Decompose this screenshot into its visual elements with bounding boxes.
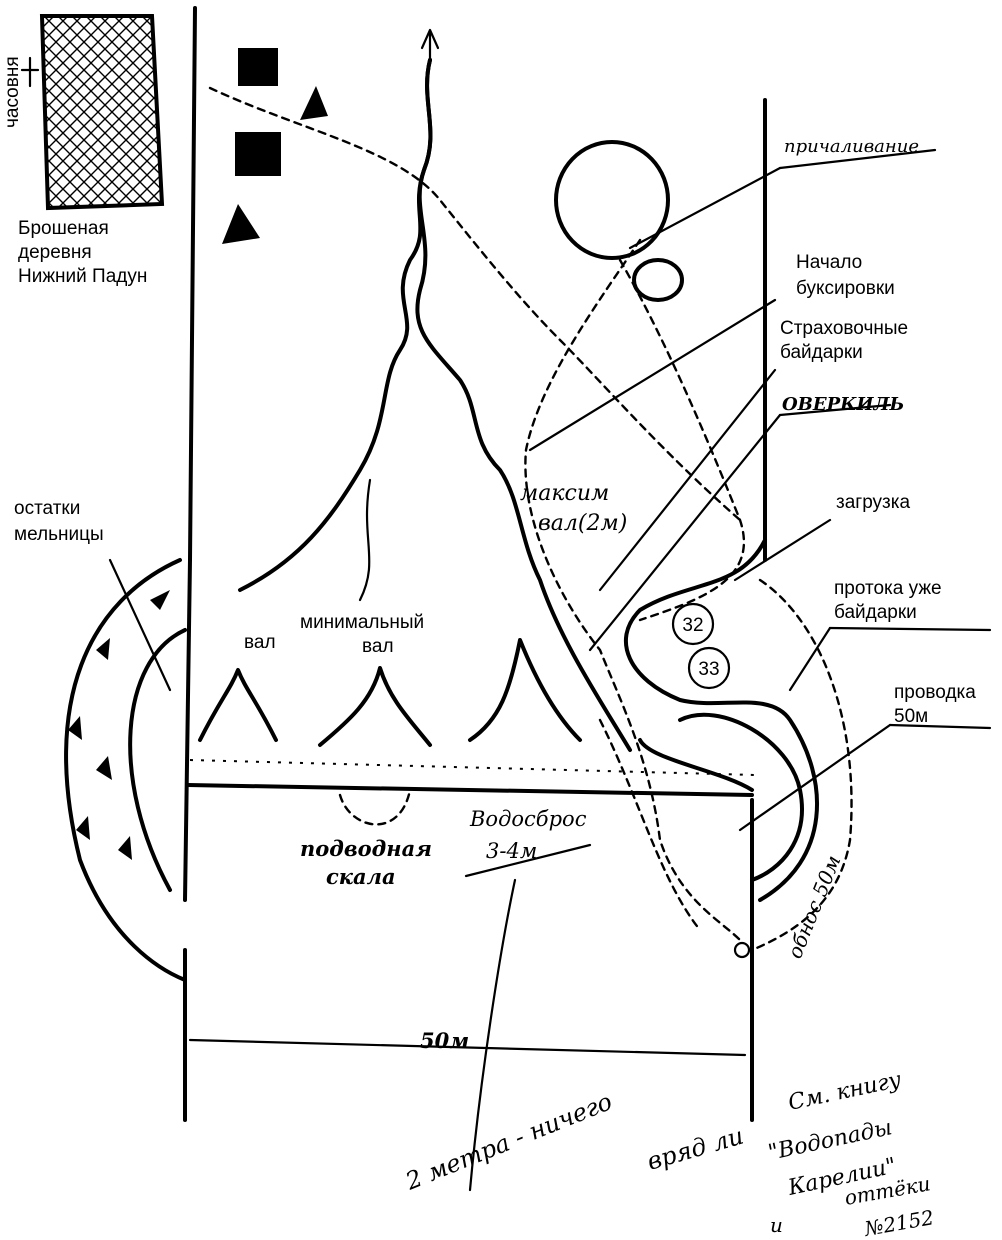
routes <box>208 86 853 959</box>
label-channel-2: байдарки <box>834 602 917 623</box>
marker-32-circle <box>671 602 715 646</box>
note-ref-6: №2152 <box>862 1205 936 1240</box>
channel-pointer <box>788 626 832 692</box>
label-val: вал <box>244 632 276 653</box>
note-ref-1: См. книгу <box>786 1068 904 1116</box>
mill-inner-arc <box>128 628 187 892</box>
chapel-cross-icon <box>20 56 40 88</box>
mill-outer-arc <box>64 558 187 982</box>
label-max-val-2: вал(2м) <box>538 511 627 536</box>
house-square-1 <box>238 48 278 86</box>
mill-pointer <box>108 558 172 692</box>
pointers <box>188 148 992 1192</box>
route-safety <box>618 258 746 622</box>
label-village-2: деревня <box>18 242 92 263</box>
house-square-2 <box>235 132 281 176</box>
safety-pointer <box>598 368 777 592</box>
side-channel-inner <box>678 712 804 882</box>
spillway-hatch <box>189 759 756 776</box>
main-flow <box>238 28 632 752</box>
note-line-2: вряд ли <box>644 1122 747 1176</box>
marker-33: 33 <box>698 659 719 680</box>
label-pilot-2: 50м <box>894 706 928 727</box>
overkil-underline <box>778 403 892 417</box>
portage-end-marker <box>733 941 751 959</box>
label-underwater-1: подводная <box>300 836 432 861</box>
spillway <box>186 759 756 826</box>
route-main <box>524 238 742 942</box>
label-safety-2: байдарки <box>780 342 863 363</box>
loading-pointer <box>733 518 832 582</box>
label-mill-1: остатки <box>14 498 80 519</box>
pilot-pointer <box>738 723 892 832</box>
route-lower <box>598 718 702 932</box>
marker-33-circle <box>687 646 731 690</box>
label-min-val-1: минимальный <box>300 612 424 633</box>
label-portage: обнос 50м <box>782 852 845 962</box>
label-chapel: часовня <box>2 56 23 128</box>
house-triangle-1 <box>300 86 328 120</box>
side-channel-outer <box>623 538 820 902</box>
pilot-underline <box>888 723 992 730</box>
house-triangle-2 <box>222 204 260 244</box>
village-area <box>39 14 165 211</box>
label-village-1: Брошеная <box>18 218 109 239</box>
island-large <box>554 140 670 260</box>
side-channel <box>554 140 820 902</box>
label-tow-1: Начало <box>796 252 862 273</box>
left-bank-upper <box>188 6 197 562</box>
marker-32: 32 <box>682 615 703 636</box>
route-from-village <box>208 86 742 522</box>
left-bank-middle <box>183 558 192 902</box>
label-spillway-1: Водосброс <box>469 807 587 831</box>
mooring-underline <box>778 148 937 170</box>
label-loading: загрузка <box>836 492 911 513</box>
label-tow-2: буксировки <box>796 278 895 299</box>
wave-minimal <box>318 666 432 747</box>
overkil-pointer <box>588 413 782 652</box>
label-overkil: ОВЕРКИЛЬ <box>782 394 904 415</box>
underwater-rock-outline <box>338 788 412 826</box>
waves <box>198 478 582 747</box>
note-line-1: 2 метра - ничего <box>401 1087 616 1196</box>
note-ref-4: и <box>770 1213 783 1237</box>
label-pilot-1: проводка <box>894 682 976 703</box>
label-mill-2: мельницы <box>14 524 104 545</box>
mooring-pointer <box>628 166 782 250</box>
spillway-line <box>186 783 754 797</box>
abandoned-village <box>20 14 165 211</box>
note-pointer <box>468 878 517 1192</box>
mill-tree-icons <box>68 590 170 860</box>
handwritten-labels: максим вал(2м) подводная скала Водосброс… <box>300 136 936 1240</box>
label-max-val-1: максим <box>520 481 609 506</box>
wave-ridge <box>358 478 372 602</box>
label-spillway-2: 3-4м <box>486 839 537 863</box>
markers: 32 33 <box>671 602 731 690</box>
label-village-3: Нижний Падун <box>18 266 147 287</box>
wave-max <box>468 638 582 742</box>
printed-labels: часовня Брошеная деревня Нижний Падун ос… <box>2 56 976 727</box>
flow-arrow-icon <box>420 28 440 62</box>
island-small <box>632 258 684 302</box>
label-channel-1: протока уже <box>834 578 942 599</box>
tow-pointer <box>528 298 777 452</box>
wave-val <box>198 668 278 742</box>
label-safety-1: Страховочные <box>780 318 908 339</box>
label-mooring: причаливание <box>784 136 919 157</box>
side-channel-bottom <box>638 738 754 792</box>
label-width: 50м <box>420 1028 469 1053</box>
label-underwater-2: скала <box>326 864 396 889</box>
channel-underline <box>828 626 992 632</box>
label-min-val-2: вал <box>362 636 394 657</box>
flow-line-right <box>415 58 632 752</box>
spillway-strike <box>464 843 592 878</box>
houses <box>222 48 328 244</box>
width-dimension-line <box>188 1038 747 1057</box>
mill-remains <box>64 558 187 982</box>
